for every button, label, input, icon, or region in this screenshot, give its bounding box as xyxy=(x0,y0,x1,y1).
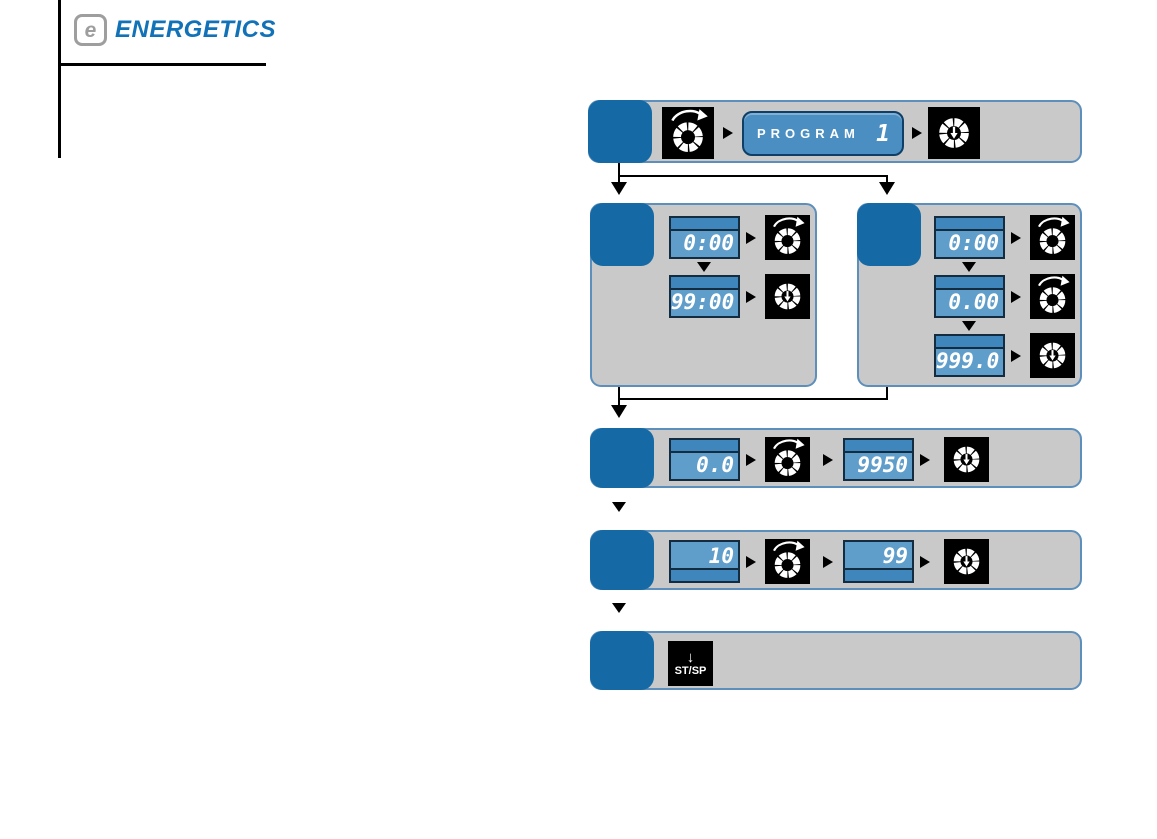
arrow-right-icon xyxy=(823,454,833,466)
program-display: PROGRAM 1 xyxy=(742,111,904,156)
arrow-down-icon xyxy=(611,405,627,418)
logo-mark-icon: e xyxy=(74,14,107,46)
lcd-display: 0.00 xyxy=(934,275,1005,318)
arrow-down-icon xyxy=(697,262,711,272)
rotate-dial-icon xyxy=(662,107,714,159)
arrow-right-icon xyxy=(1011,291,1021,303)
lcd-band xyxy=(671,568,738,581)
lcd-band xyxy=(845,440,912,453)
panel-step-1: PROGRAM 1 xyxy=(588,100,1082,163)
arrow-right-icon xyxy=(920,556,930,568)
press-dial-icon xyxy=(928,107,980,159)
program-display-label: PROGRAM xyxy=(757,126,860,141)
panel-step-2-right: 0:00 0.00 999.0 xyxy=(857,203,1082,387)
panel-step-3: 0.0 9950 xyxy=(590,428,1082,488)
lcd-value: 0:00 xyxy=(948,231,999,255)
lcd-display: 10 xyxy=(669,540,740,583)
flow-connector xyxy=(618,175,888,177)
press-dial-icon xyxy=(1030,333,1075,378)
step-tab xyxy=(590,203,654,266)
arrow-right-icon xyxy=(920,454,930,466)
lcd-display: 0.0 xyxy=(669,438,740,481)
lcd-band xyxy=(936,218,1003,231)
lcd-band xyxy=(671,440,738,453)
flow-connector xyxy=(618,398,888,400)
lcd-display: 0:00 xyxy=(669,216,740,259)
panel-step-2-left: 0:00 99:00 xyxy=(590,203,817,387)
lcd-value: 9950 xyxy=(857,453,908,477)
rotate-dial-icon xyxy=(765,539,810,584)
lcd-display: 0:00 xyxy=(934,216,1005,259)
step-tab xyxy=(588,100,652,163)
arrow-right-icon xyxy=(823,556,833,568)
lcd-band xyxy=(936,277,1003,290)
arrow-down-icon xyxy=(962,262,976,272)
arrow-down-icon xyxy=(962,321,976,331)
step-tab xyxy=(590,631,654,690)
rotate-dial-icon xyxy=(1030,274,1075,319)
lcd-display: 99:00 xyxy=(669,275,740,318)
start-stop-button-icon: ↓ ST/SP xyxy=(668,641,713,686)
arrow-down-icon xyxy=(879,182,895,195)
lcd-band xyxy=(671,218,738,231)
rotate-dial-icon xyxy=(765,437,810,482)
flow-connector xyxy=(886,177,888,183)
lcd-value: 0.00 xyxy=(948,290,999,314)
arrow-right-icon xyxy=(723,127,733,139)
lcd-display: 9950 xyxy=(843,438,914,481)
start-stop-label: ST/SP xyxy=(674,665,707,677)
arrow-right-icon xyxy=(1011,232,1021,244)
arrow-right-icon xyxy=(912,127,922,139)
step-tab xyxy=(857,203,921,266)
logo-mark-letter: e xyxy=(84,18,97,42)
lcd-band xyxy=(671,277,738,290)
arrow-down-icon xyxy=(612,502,626,512)
arrow-right-icon xyxy=(746,556,756,568)
press-dial-icon xyxy=(944,437,989,482)
program-display-value: 1 xyxy=(876,120,890,147)
lcd-band xyxy=(845,568,912,581)
lcd-value: 999.0 xyxy=(936,349,1000,373)
flow-connector xyxy=(886,387,888,399)
arrow-down-icon xyxy=(611,182,627,195)
logo-rule-vertical xyxy=(58,0,61,158)
press-dial-icon xyxy=(944,539,989,584)
lcd-display: 99 xyxy=(843,540,914,583)
lcd-value: 99:00 xyxy=(671,290,735,314)
lcd-display: 999.0 xyxy=(934,334,1005,377)
flow-connector xyxy=(618,387,620,399)
energetics-logo: e ENERGETICS xyxy=(74,14,276,46)
press-dial-icon xyxy=(765,274,810,319)
arrow-right-icon xyxy=(746,454,756,466)
panel-step-5: ↓ ST/SP xyxy=(590,631,1082,690)
lcd-band xyxy=(936,336,1003,349)
arrow-right-icon xyxy=(746,291,756,303)
panel-step-4: 10 99 xyxy=(590,530,1082,590)
step-tab xyxy=(590,530,654,590)
flow-connector xyxy=(618,400,620,406)
arrow-right-icon xyxy=(1011,350,1021,362)
flow-connector xyxy=(618,177,620,183)
arrow-right-icon xyxy=(746,232,756,244)
arrow-down-icon xyxy=(612,603,626,613)
press-arrow-icon: ↓ xyxy=(686,649,695,666)
lcd-value: 0.0 xyxy=(696,453,734,477)
logo-rule-horizontal xyxy=(58,63,266,66)
step-tab xyxy=(590,428,654,488)
flow-connector xyxy=(618,163,620,177)
lcd-value: 10 xyxy=(708,544,734,568)
lcd-value: 0:00 xyxy=(683,231,734,255)
logo-text: ENERGETICS xyxy=(115,16,277,43)
lcd-value: 99 xyxy=(882,544,908,568)
rotate-dial-icon xyxy=(1030,215,1075,260)
rotate-dial-icon xyxy=(765,215,810,260)
